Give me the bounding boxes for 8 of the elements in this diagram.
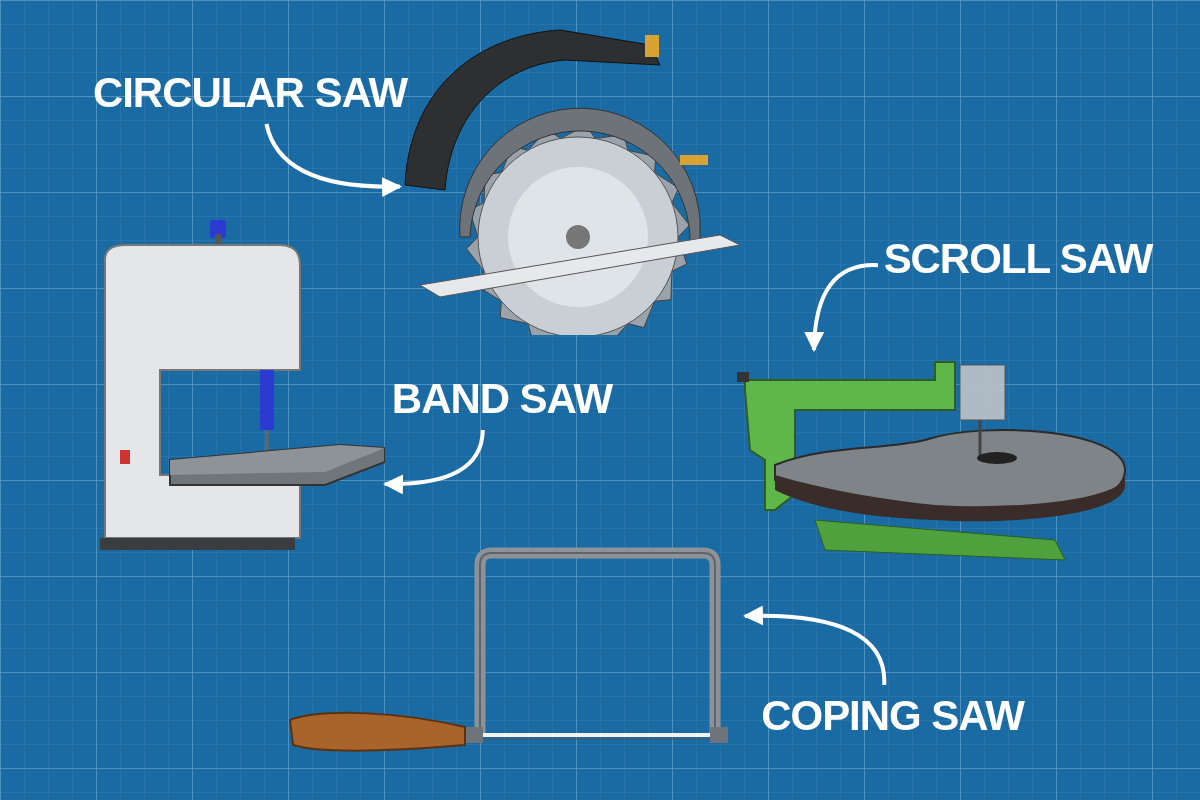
curved-arrow [264,123,402,197]
saw-name-label: SCROLL SAW [883,238,1153,280]
curved-arrow [743,605,887,686]
saw-name-label: COPING SAW [761,695,1024,737]
saw-name-label: CIRCULAR SAW [92,72,408,114]
curved-arrow [383,429,485,494]
curved-arrow [804,263,879,352]
saw-name-label: BAND SAW [391,378,613,420]
